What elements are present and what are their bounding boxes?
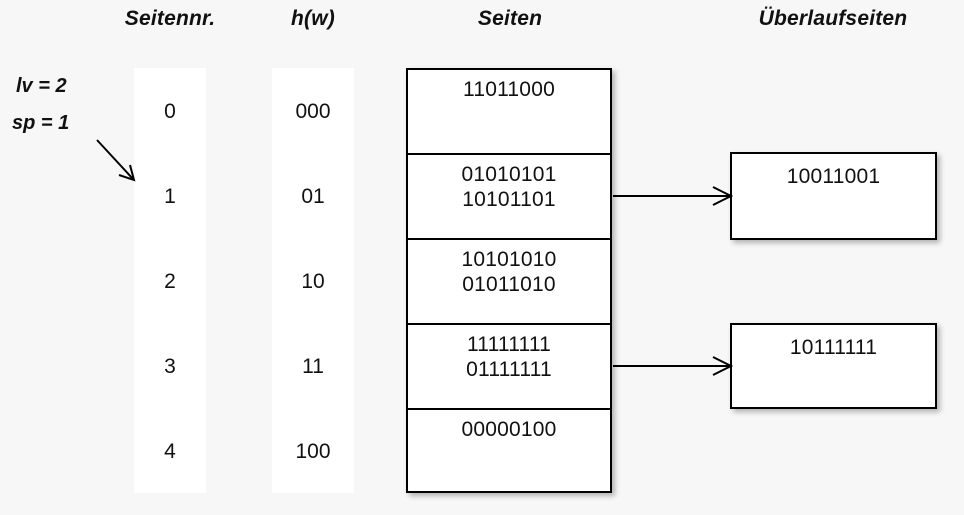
param-sp: sp = 1 <box>12 112 70 134</box>
seitennr-cell: 4 <box>164 440 176 463</box>
header-ueberlaufseiten: Überlaufseiten <box>758 7 908 30</box>
seitennr-cell: 0 <box>164 100 176 123</box>
seiten-row: 00000100 <box>408 410 610 495</box>
hw-cell: 10 <box>301 270 325 293</box>
ueberlaufseite-box: 10011001 <box>730 152 937 240</box>
header-seitennr: Seitennr. <box>124 7 216 30</box>
seitennr-column: 0 1 2 3 4 <box>134 68 206 493</box>
seiten-entry: 10101101 <box>462 187 556 211</box>
param-lv: lv = 2 <box>16 75 67 97</box>
overflow-arrow-1 <box>613 186 734 206</box>
hw-cell: 100 <box>295 440 331 463</box>
seitennr-cell: 1 <box>164 185 176 208</box>
seiten-entry: 11111111 <box>466 333 552 356</box>
hw-cell: 000 <box>295 100 331 123</box>
seitennr-cell: 2 <box>164 270 176 293</box>
seitennr-cell: 3 <box>164 355 176 378</box>
seiten-entry: 10101010 <box>461 248 557 271</box>
hw-cell: 11 <box>302 355 324 378</box>
seiten-entry: 00000100 <box>461 418 557 441</box>
ueberlaufseite-entry: 10011001 <box>786 165 881 188</box>
header-hw: h(w) <box>291 7 335 30</box>
hw-column: 000 01 10 11 100 <box>272 68 354 493</box>
seiten-box: 11011000 01010101 10101101 10101010 0101… <box>406 68 612 493</box>
seiten-entry: 01010101 <box>461 163 557 186</box>
seiten-row: 11111111 01111111 <box>408 325 610 410</box>
hw-cell: 01 <box>301 185 325 208</box>
overflow-arrow-2 <box>613 356 734 376</box>
ueberlaufseite-entry: 10111111 <box>789 336 878 359</box>
seiten-row: 01010101 10101101 <box>408 155 610 240</box>
seiten-row: 10101010 01011010 <box>408 240 610 325</box>
seiten-entry: 11011000 <box>463 78 555 101</box>
header-seiten: Seiten <box>477 7 543 30</box>
seiten-entry: 01111111 <box>466 357 552 381</box>
seiten-entry: 01011010 <box>462 272 556 296</box>
ueberlaufseite-box: 10111111 <box>730 323 937 409</box>
sp-pointer-arrow <box>96 139 136 182</box>
seiten-row: 11011000 <box>408 70 610 155</box>
